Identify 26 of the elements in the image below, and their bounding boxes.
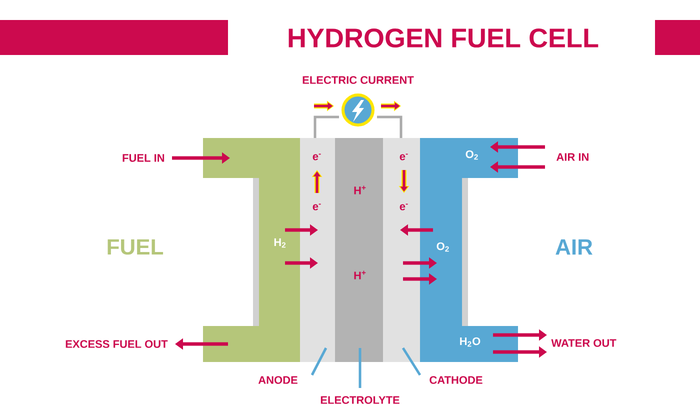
io-label: FUEL IN [122, 154, 164, 162]
wire [314, 116, 339, 138]
formula-label: O$_{2}$ [436, 242, 449, 252]
leader-line [358, 348, 362, 388]
io-label: CATHODE [430, 376, 482, 384]
formula-label: e$^{-}$ [312, 154, 321, 160]
leader-line [402, 347, 422, 376]
channel-label: AIR [556, 239, 592, 255]
formula-label: e$^{-}$ [400, 204, 408, 210]
title-banner: HYDROGEN FUEL CELL [0, 20, 700, 55]
formula-label: O$_{2}$ [466, 150, 478, 160]
wire [377, 116, 402, 138]
meter-label: ELECTRIC CURRENT [302, 76, 414, 84]
formula-label: e$^{-}$ [400, 154, 408, 160]
io-label: EXCESS FUEL OUT [66, 340, 168, 348]
leader-line [310, 347, 328, 376]
formula-label: e$^{-}$ [312, 204, 321, 210]
io-label: AIR IN [556, 153, 588, 161]
formula-label: H$^{+}$ [354, 186, 366, 194]
io-label: WATER OUT [551, 339, 616, 347]
formula-label: H$_{2}$O [460, 337, 480, 347]
io-label: ANODE [258, 376, 298, 384]
formula-label: H$^{+}$ [354, 270, 366, 280]
channel-label: FUEL [108, 239, 164, 255]
io-label: ELECTROLYTE [320, 396, 400, 404]
formula-label: H$_{2}$ [274, 238, 286, 248]
